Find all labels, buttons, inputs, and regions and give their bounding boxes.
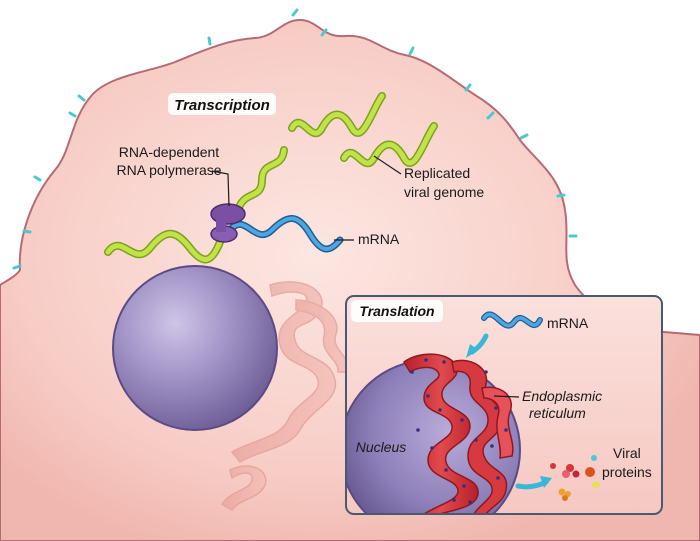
- viral-proteins-label: Viral proteins: [602, 445, 652, 480]
- viral-genome-strands: [104, 92, 438, 264]
- polymerase-label-line2: RNA polymerase: [116, 162, 221, 178]
- nucleus: [112, 265, 278, 431]
- mrna-label-text: mRNA: [358, 231, 400, 247]
- rna-polymerase: [210, 203, 246, 243]
- translation-title: Translation: [351, 300, 443, 322]
- replicated-label-line1: Replicated: [404, 165, 470, 181]
- inset-mrna-label: mRNA: [547, 315, 589, 331]
- er-to-proteins-arrow-icon: [515, 476, 552, 490]
- polymerase-label: RNA-dependent RNA polymerase: [116, 144, 230, 207]
- replicated-label-line2: viral genome: [404, 184, 484, 200]
- viral-proteins-line1: Viral: [613, 445, 641, 461]
- mrna-strand: [228, 215, 344, 253]
- nucleus-label: Nucleus: [356, 439, 407, 455]
- polymerase-label-line1: RNA-dependent: [119, 144, 220, 160]
- replicated-genome-label: Replicated viral genome: [373, 155, 484, 200]
- translation-title-text: Translation: [359, 303, 434, 319]
- er-label: Endoplasmic reticulum: [493, 388, 602, 421]
- er-label-line1: Endoplasmic: [522, 388, 602, 404]
- inset-mrna-strand: [481, 311, 543, 329]
- transcription-title: Transcription: [168, 93, 276, 115]
- transcription-title-text: Transcription: [174, 97, 270, 114]
- viral-protein-particles: [550, 455, 600, 501]
- er-label-line2: reticulum: [529, 405, 586, 421]
- viral-proteins-line2: proteins: [602, 464, 652, 480]
- cell-er-background: [220, 281, 350, 512]
- mrna-label-transcription: mRNA: [334, 231, 400, 247]
- mrna-to-er-arrow-icon: [466, 333, 489, 358]
- inset-er: [403, 353, 514, 514]
- translation-inset: Translation mRNA Endoplasmic reticulum N…: [345, 295, 663, 515]
- membrane-receptors: [12, 8, 578, 270]
